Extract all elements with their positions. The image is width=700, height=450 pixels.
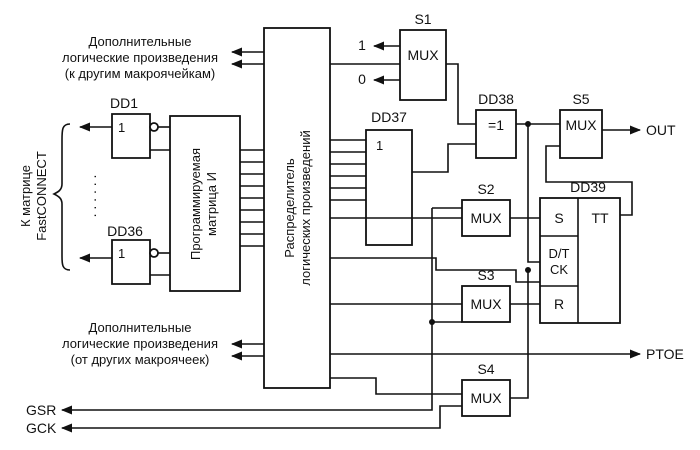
ff-dt-pin: D/T <box>549 246 570 261</box>
dd36-inverter-bubble <box>149 248 159 258</box>
distributor-to-s4-wire <box>330 377 462 395</box>
s1-to-dd38-wire <box>446 63 476 125</box>
s2-label: S2 <box>477 181 494 197</box>
fastconnect-brace <box>52 123 71 271</box>
s4-to-ff-ck-wire <box>510 270 529 399</box>
fastconnect-label-line-1: К матрице <box>18 165 33 227</box>
s4-mux-text: MUX <box>470 390 502 406</box>
ptoe-label: PTOE <box>646 346 684 362</box>
mux-s5 <box>559 109 603 159</box>
ff-s-pin: S <box>554 210 563 226</box>
s1-const-zero: 0 <box>358 71 366 87</box>
extra-in-note-line-2: логические произведения <box>62 336 218 351</box>
dd37-label: DD37 <box>371 109 407 125</box>
extra-out-note-line-3: (к другим макроячейкам) <box>65 66 215 81</box>
dd39-tt-symbol: TT <box>591 210 609 226</box>
gck-arrow <box>60 405 462 433</box>
dd1-inverter-bubble <box>149 122 159 132</box>
junction-dot <box>525 267 531 273</box>
mux-s1 <box>399 29 447 101</box>
s2-mux-text: MUX <box>470 210 502 226</box>
distributor-to-ff-ck-wire <box>330 257 540 283</box>
or-gate-dd37 <box>365 129 413 246</box>
ff-q-to-s5-wire <box>545 145 633 216</box>
distributor-label-line-2: логических произведений <box>298 130 313 285</box>
dd38-to-ff-d-wire <box>527 124 540 263</box>
dd37-or-symbol: 1 <box>376 138 383 153</box>
and-matrix-label-line-2: матрица И <box>204 172 219 236</box>
ff-ck-pin: CK <box>550 262 568 277</box>
s5-label: S5 <box>572 91 589 107</box>
gsr-arrow <box>60 322 433 415</box>
s4-label: S4 <box>477 361 494 377</box>
s1-mux-text: MUX <box>407 47 439 63</box>
s1-const-one: 1 <box>358 37 366 53</box>
distributor-label-line-1: Распределитель <box>282 158 297 258</box>
dd38-xor-symbol: =1 <box>488 117 504 133</box>
and-matrix-label-line-1: Программируемая <box>188 148 203 260</box>
dd36-label: DD36 <box>107 223 143 239</box>
out-label: OUT <box>646 122 676 138</box>
programmable-and-matrix <box>169 115 241 292</box>
ff-r-pin: R <box>554 296 564 312</box>
dd38-label: DD38 <box>478 91 514 107</box>
gsr-label: GSR <box>26 402 56 418</box>
fastconnect-label-line-2: FastCONNECT <box>34 151 49 241</box>
dd37-to-dd38-wire <box>412 143 476 173</box>
dd36-gate <box>111 239 151 285</box>
product-term-distributor <box>263 27 331 389</box>
gck-label: GCK <box>26 420 57 436</box>
dd1-gate <box>111 113 151 159</box>
gates-ellipsis: . . . . . . <box>83 175 99 218</box>
s3-label: S3 <box>477 267 494 283</box>
dd36-or-symbol: 1 <box>118 246 125 261</box>
extra-out-note-line-1: Дополнительные <box>89 34 192 49</box>
xor-gate-dd38 <box>475 109 517 159</box>
s3-mux-text: MUX <box>470 296 502 312</box>
dd1-or-symbol: 1 <box>118 120 125 135</box>
dd1-label: DD1 <box>110 95 138 111</box>
extra-in-note-line-3: (от других макроячеек) <box>71 352 210 367</box>
dd39-label: DD39 <box>570 179 606 195</box>
extra-out-note-line-2: логические произведения <box>62 50 218 65</box>
s5-mux-text: MUX <box>565 117 597 133</box>
extra-in-note-line-1: Дополнительные <box>89 320 192 335</box>
s1-label: S1 <box>414 11 431 27</box>
flip-flop-dd39 <box>539 197 621 324</box>
